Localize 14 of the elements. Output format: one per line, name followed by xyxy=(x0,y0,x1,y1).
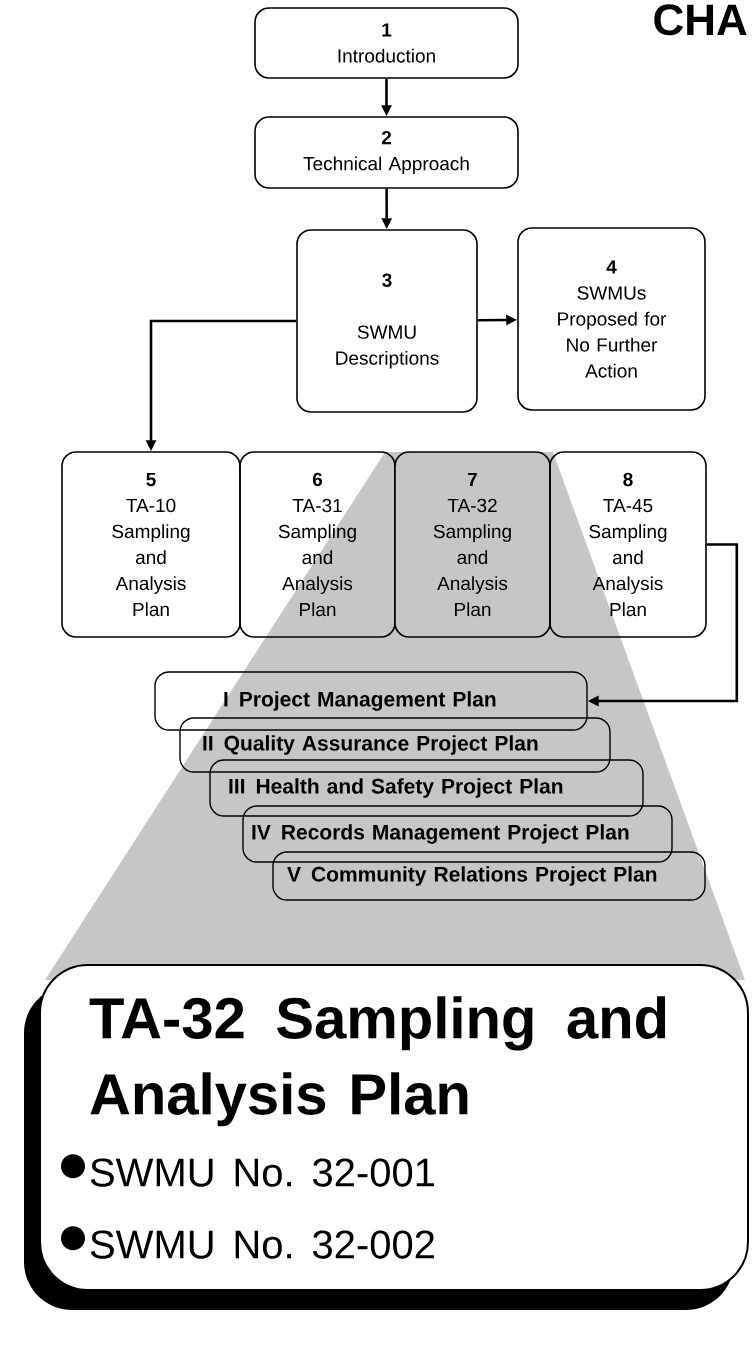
chapter-box: 7 TA-32 Sampling and Analysis Plan xyxy=(394,451,551,638)
heading-text: CHA xyxy=(654,4,747,36)
plan-tab: I Project Management Plan xyxy=(154,671,588,731)
chapter-box: 5 TA-10 Sampling and Analysis Plan xyxy=(61,451,241,638)
chapter-box: 1 Introduction xyxy=(254,7,519,79)
plan-tab: III Health and Safety Project Plan xyxy=(209,759,644,817)
plan-tab: V Community Relations Project Plan xyxy=(272,851,706,901)
plan-tab: II Quality Assurance Project Plan xyxy=(179,717,611,773)
chapter-box: 4 SWMUs Proposed for No Further Action xyxy=(517,227,706,411)
chapter-box: 8 TA-45 Sampling and Analysis Plan xyxy=(549,451,707,638)
callout-box: TA-32 Sampling and Analysis Plan SWMU No. 32-001 SWMU No. 32-002 xyxy=(24,964,749,1310)
chapter-box: 3 SWMU Descriptions xyxy=(296,229,478,413)
chapter-box: 2 Technical Approach xyxy=(254,116,519,189)
plan-tab: IV Records Management Project Plan xyxy=(242,805,673,863)
